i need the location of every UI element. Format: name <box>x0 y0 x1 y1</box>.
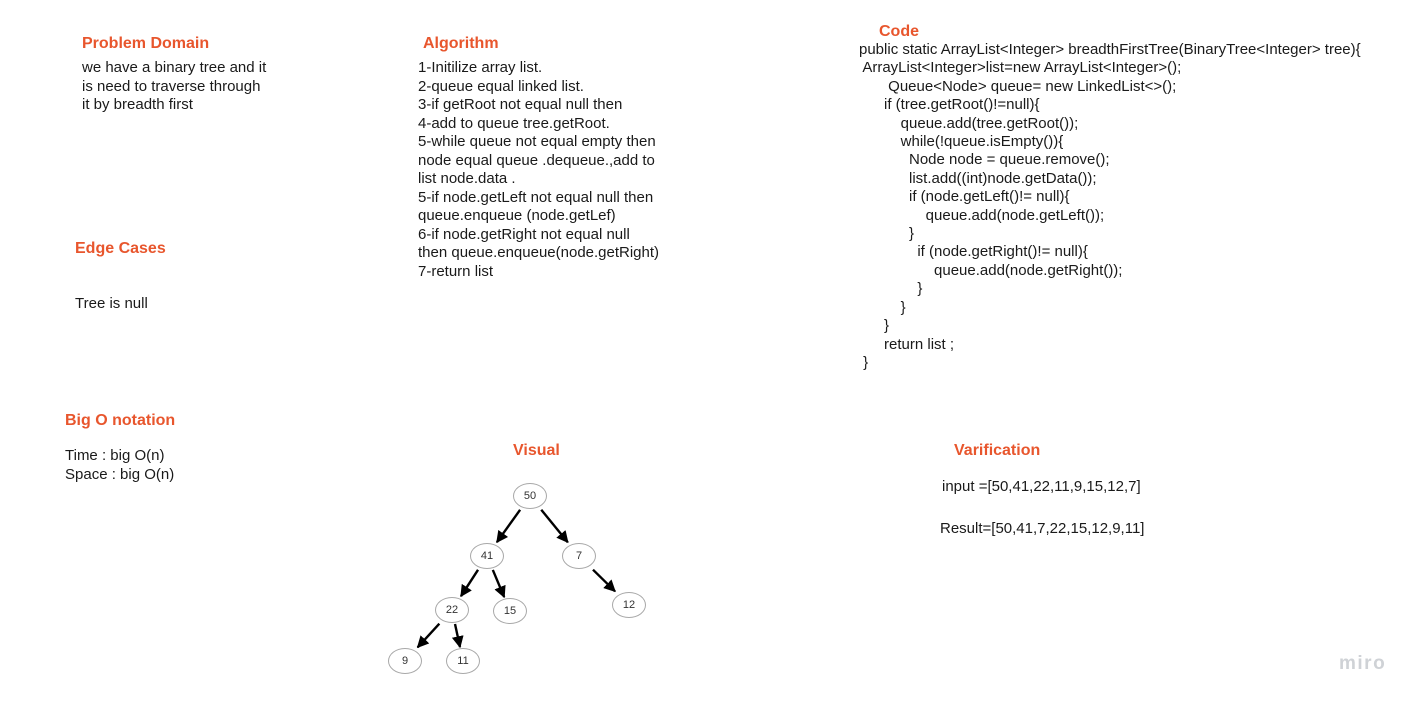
code-line: list.add((int)node.getData()); <box>859 169 1097 187</box>
code-line: } <box>859 353 869 371</box>
code-line: return list ; <box>859 335 955 353</box>
code-line: } <box>859 317 890 335</box>
visual-heading: Visual <box>513 442 560 459</box>
code-heading: Code <box>879 23 919 40</box>
big-o-text: Time : big O(n) Space : big O(n) <box>65 447 175 483</box>
tree-edge-7-12 <box>592 568 616 593</box>
big-o-heading: Big O notation <box>65 412 176 429</box>
tree-edge-41-22 <box>459 569 480 598</box>
code-line: Queue<Node> queue= new LinkedList<>(); <box>859 77 1177 95</box>
tree-edge-22-9 <box>416 622 441 649</box>
code-line: } <box>859 298 906 316</box>
problem-domain-text: we have a binary tree and it is need to … <box>82 59 267 113</box>
edge-cases-heading: Edge Cases <box>75 240 166 257</box>
tree-edge-22-11 <box>451 623 464 649</box>
edge-cases-text: Tree is null <box>75 295 148 312</box>
verification-heading: Varification <box>954 442 1041 459</box>
tree-edge-41-15 <box>491 569 506 599</box>
code-line: if (tree.getRoot()!=null){ <box>859 96 1040 114</box>
code-line: } <box>859 280 923 298</box>
tree-node-22: 22 <box>435 597 469 623</box>
tree-node-41: 41 <box>470 543 504 569</box>
tree-node-50: 50 <box>513 483 547 509</box>
verification-result: Result=[50,41,7,22,15,12,9,11] <box>940 520 1145 537</box>
tree-edge-50-7 <box>540 509 569 544</box>
code-line: if (node.getLeft()!= null){ <box>859 188 1070 206</box>
algorithm-heading: Algorithm <box>423 35 499 52</box>
code-line: Node node = queue.remove(); <box>859 151 1110 169</box>
tree-node-11: 11 <box>446 648 480 674</box>
code-block: public static ArrayList<Integer> breadth… <box>859 41 1361 372</box>
code-line: if (node.getRight()!= null){ <box>859 243 1088 261</box>
tree-node-9: 9 <box>388 648 422 674</box>
tree-edges <box>416 509 616 649</box>
binary-tree-diagram: 50 41 7 22 15 12 9 11 <box>380 478 670 698</box>
code-line: queue.add(tree.getRoot()); <box>859 114 1079 132</box>
code-line: queue.add(node.getRight()); <box>859 261 1123 279</box>
tree-node-15: 15 <box>493 598 527 624</box>
tree-edge-50-41 <box>495 509 522 544</box>
algorithm-text: 1-Initilize array list. 2-queue equal li… <box>418 59 660 280</box>
miro-logo: miro <box>1339 653 1387 674</box>
code-line: ArrayList<Integer>list=new ArrayList<Int… <box>859 59 1182 77</box>
code-line: queue.add(node.getLeft()); <box>859 206 1105 224</box>
tree-node-12: 12 <box>612 592 646 618</box>
code-line: while(!queue.isEmpty()){ <box>859 133 1064 151</box>
tree-node-7: 7 <box>562 543 596 569</box>
code-line: public static ArrayList<Integer> breadth… <box>859 41 1361 58</box>
code-line: } <box>859 225 915 243</box>
problem-domain-heading: Problem Domain <box>82 35 210 52</box>
verification-input: input =[50,41,22,11,9,15,12,7] <box>942 478 1141 495</box>
